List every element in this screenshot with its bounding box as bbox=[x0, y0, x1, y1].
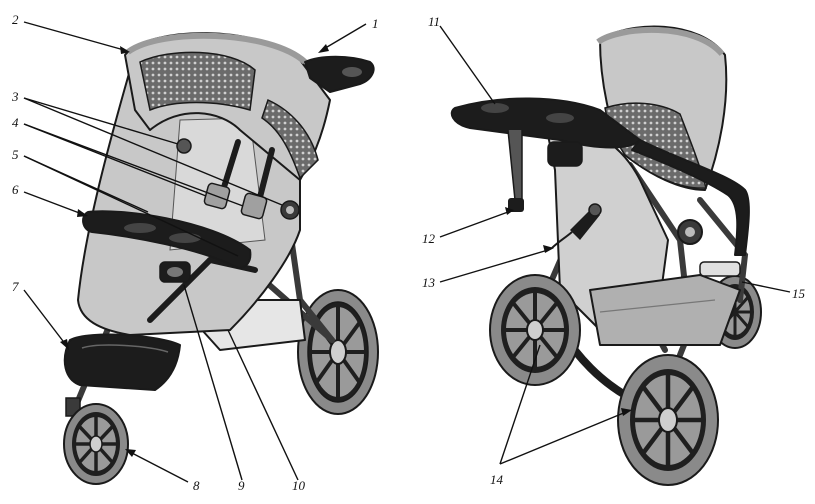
callout-3: 3 bbox=[11, 89, 19, 104]
rear-view-stroller bbox=[450, 25, 762, 486]
rear-view-safety-strap bbox=[551, 231, 573, 249]
front-view-handlebar bbox=[304, 55, 375, 93]
callout-14: 14 bbox=[490, 472, 504, 487]
callout-1: 1 bbox=[372, 16, 379, 31]
rear-view-left-wheel bbox=[489, 274, 581, 386]
leader-lines bbox=[23, 21, 791, 483]
callout-5: 5 bbox=[12, 147, 19, 162]
callout-8: 8 bbox=[193, 478, 200, 493]
front-view-canopy bbox=[124, 32, 331, 181]
rear-view-reflector bbox=[699, 261, 741, 277]
rear-view-wrist-strap bbox=[507, 129, 523, 201]
callout-15: 15 bbox=[792, 286, 806, 301]
front-view-footrest bbox=[63, 333, 181, 391]
front-view-front-wheel bbox=[63, 397, 129, 485]
callout-11: 11 bbox=[428, 14, 440, 29]
callout-12: 12 bbox=[422, 231, 436, 246]
rear-view-handlebar bbox=[631, 139, 750, 256]
front-view-rear-wheel bbox=[297, 289, 379, 415]
front-view-child-tray bbox=[82, 210, 252, 269]
callout-13: 13 bbox=[422, 275, 436, 290]
callout-7: 7 bbox=[12, 279, 19, 294]
callout-6: 6 bbox=[12, 182, 19, 197]
callout-4: 4 bbox=[12, 115, 19, 130]
callout-numbers: 1 2 3 4 5 6 7 8 9 10 11 12 13 14 15 bbox=[11, 12, 806, 493]
callout-9: 9 bbox=[238, 478, 245, 493]
rear-view-storage-basket bbox=[589, 274, 741, 346]
front-view-stroller bbox=[63, 32, 379, 485]
rear-view-right-wheel bbox=[617, 354, 719, 486]
callout-10: 10 bbox=[292, 478, 306, 493]
callout-2: 2 bbox=[12, 12, 19, 27]
